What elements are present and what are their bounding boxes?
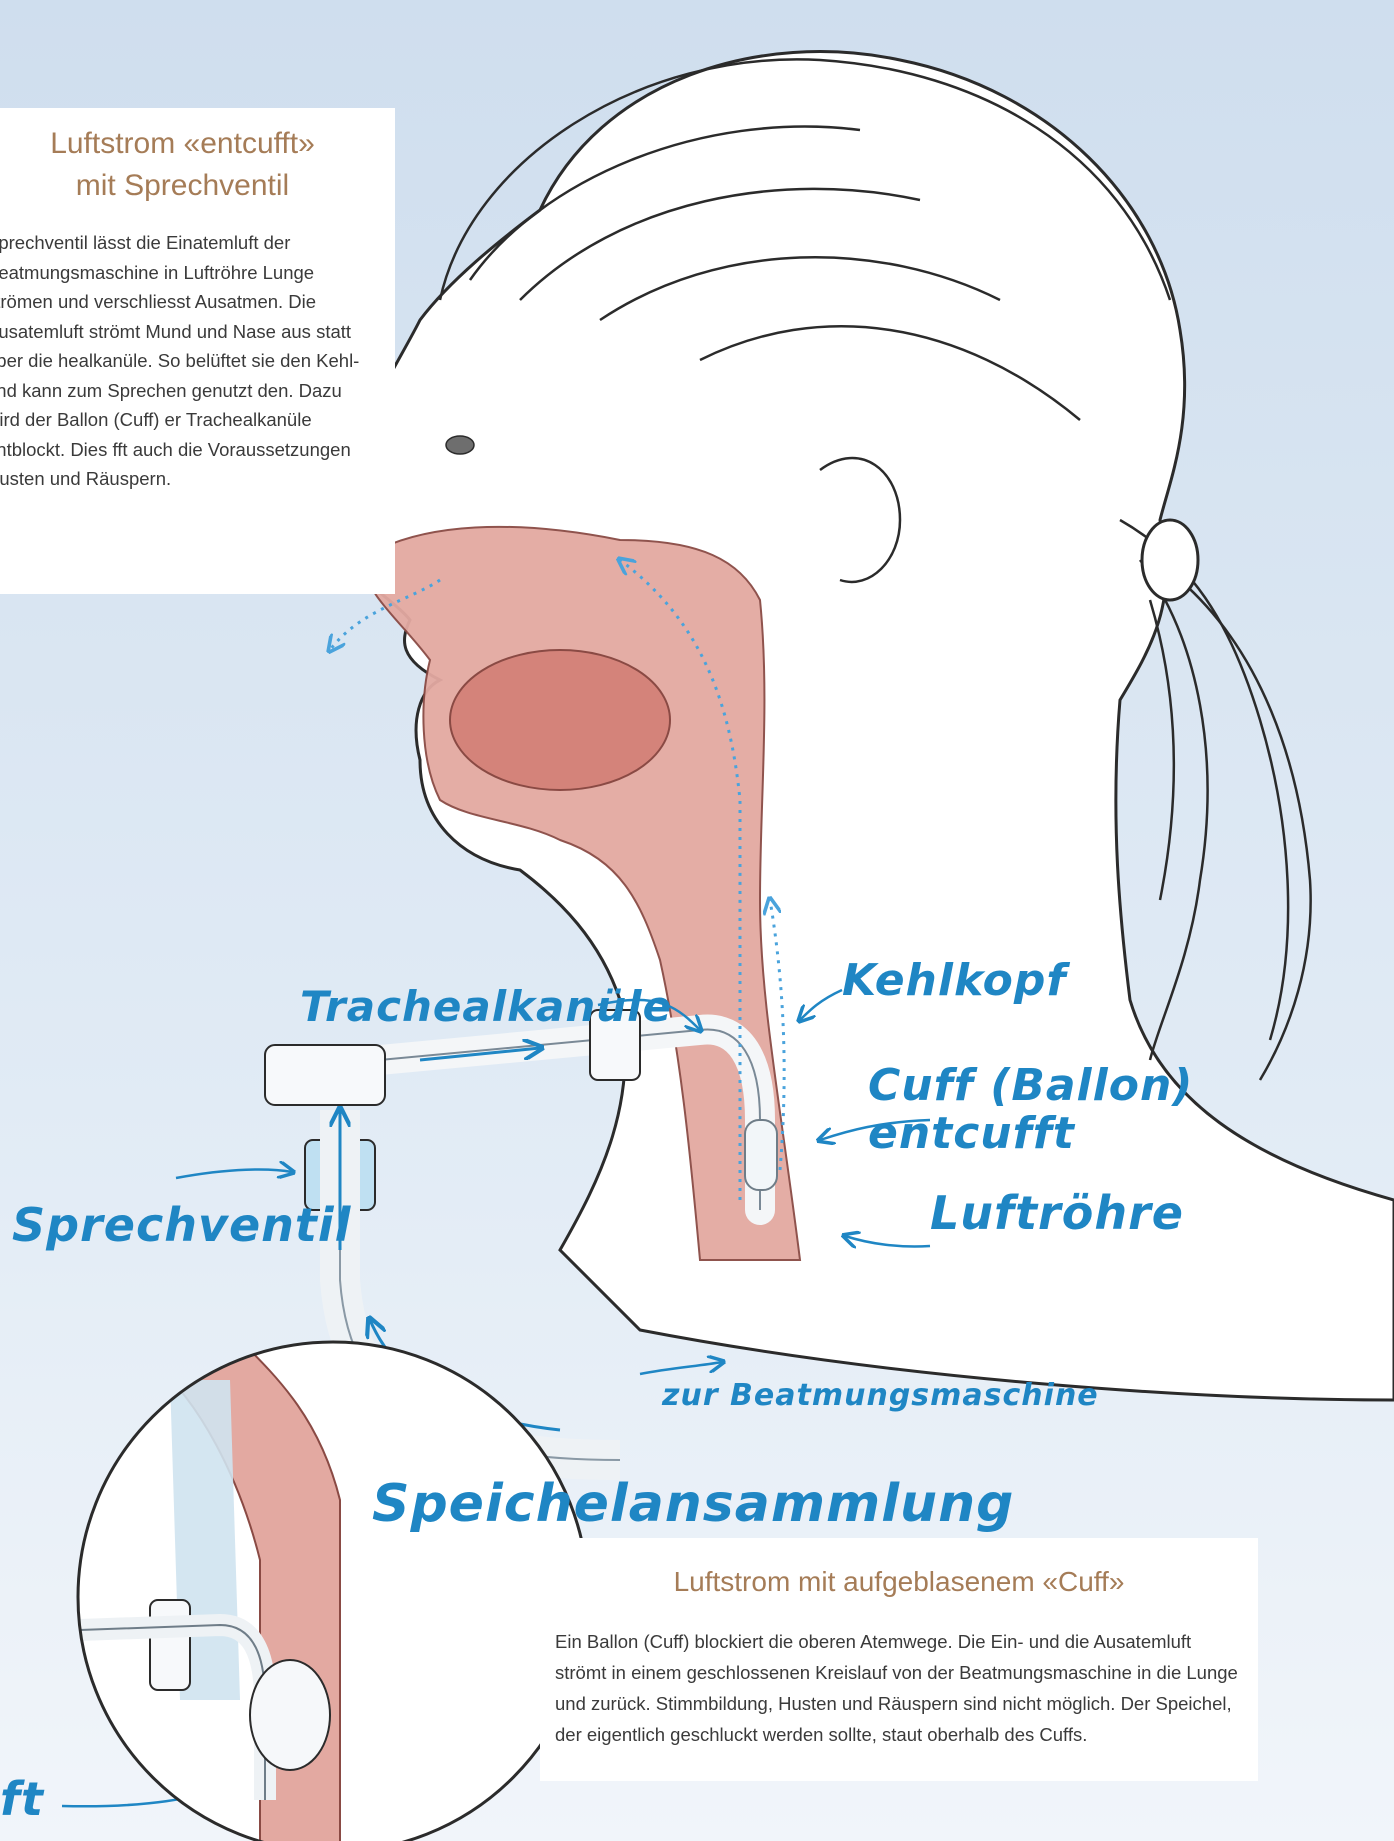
tongue <box>450 650 670 790</box>
hair-tie <box>1142 520 1198 600</box>
label-cuff-line1: Cuff (Ballon) <box>868 1060 1193 1111</box>
label-cuff-line2: entcufft <box>868 1108 1075 1159</box>
info-box-title-line2: mit Sprechventil <box>0 166 365 206</box>
info-box-title: Luftstrom mit aufgeblasenem «Cuff» <box>540 1564 1258 1600</box>
info-box-entcufft: Luftstrom «entcufft» mit Sprechventil Sp… <box>0 108 395 594</box>
label-speichelansammlung: Speichelansammlung <box>372 1474 1014 1534</box>
cuff-deflated <box>745 1120 777 1190</box>
info-box-title-line1: Luftstrom «entcufft» <box>0 124 365 164</box>
label-zur-beatmungsmaschine: zur Beatmungsmaschine <box>662 1378 1099 1413</box>
cuff-inflated <box>250 1660 330 1770</box>
label-cut-off: ft <box>0 1772 44 1826</box>
info-box-cuff: Luftstrom mit aufgeblasenem «Cuff» Ein B… <box>540 1538 1258 1781</box>
eye <box>446 436 474 454</box>
info-box-body: Ein Ballon (Cuff) blockiert die oberen A… <box>555 1626 1245 1750</box>
info-box-body: Sprechventil lässt die Einatemluft der B… <box>0 228 366 494</box>
label-kehlkopf: Kehlkopf <box>842 955 1067 1006</box>
label-luftroehre: Luftröhre <box>930 1186 1184 1240</box>
label-trachealkanuele: Trachealkanüle <box>300 982 672 1031</box>
tube-connector-left <box>265 1045 385 1105</box>
label-sprechventil: Sprechventil <box>12 1198 351 1252</box>
